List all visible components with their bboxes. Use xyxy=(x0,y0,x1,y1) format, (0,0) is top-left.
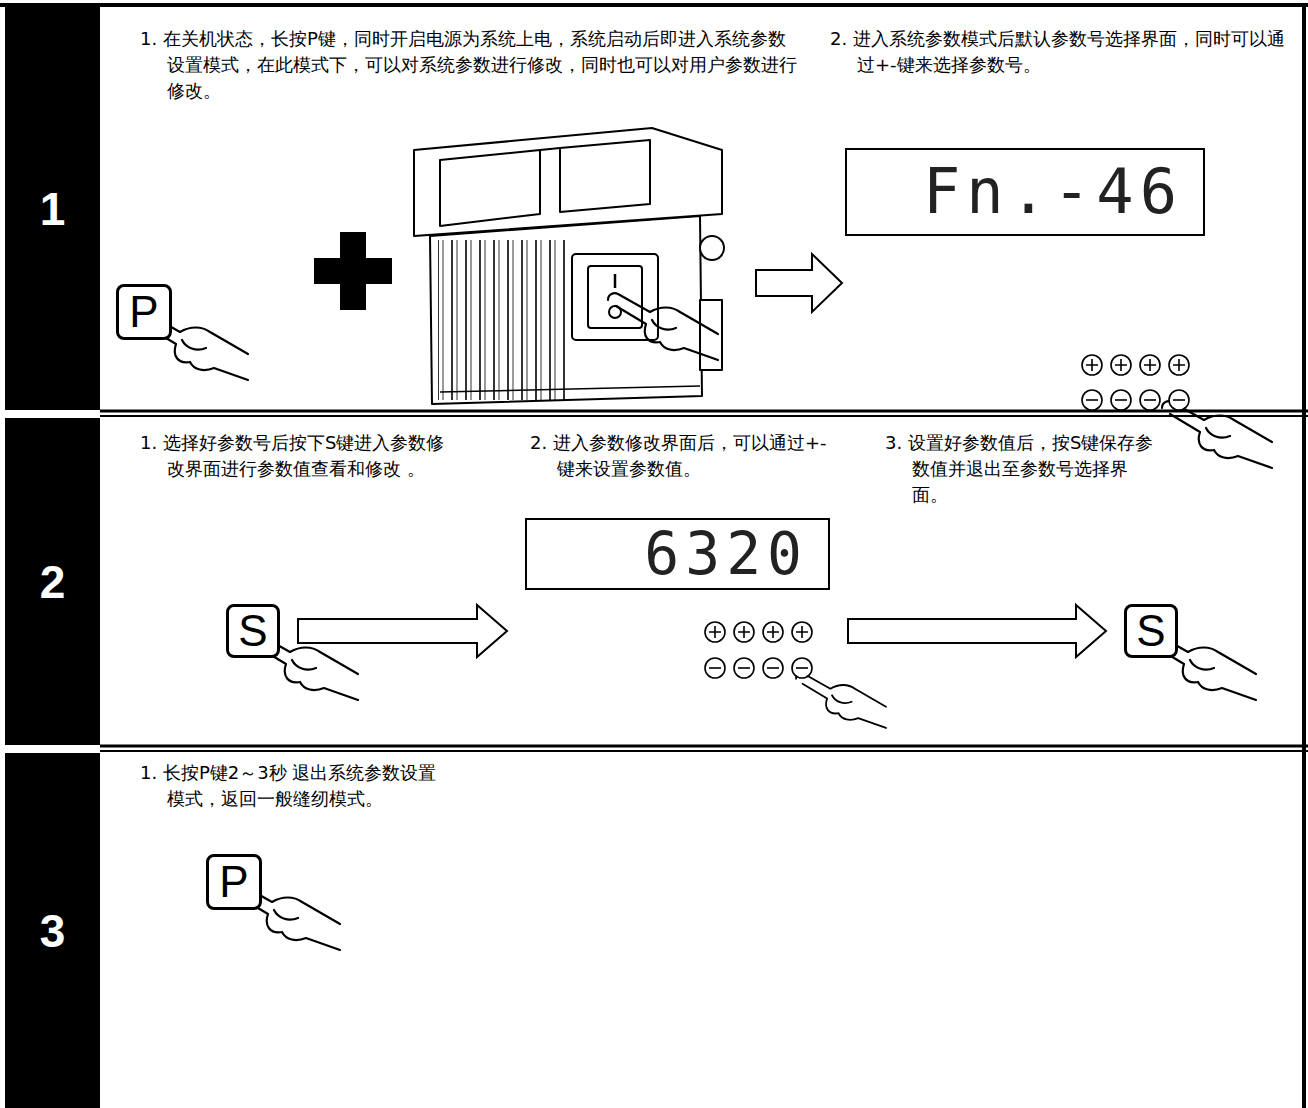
hand xyxy=(608,293,718,360)
plus-button xyxy=(1082,355,1102,375)
plus-sign xyxy=(1115,359,1127,371)
display-screen xyxy=(846,149,1204,235)
step-instruction: 3. 设置好参数值后，按S键保存参数值并退出至参数号选择界面。 xyxy=(885,430,1155,508)
key-button: S xyxy=(226,604,280,658)
minus-sign xyxy=(1173,399,1185,401)
minus-button xyxy=(792,658,812,678)
step-instruction: 2. 进入参数修改界面后，可以通过+-键来设置参数值。 xyxy=(530,430,840,482)
key-button: P xyxy=(116,284,172,340)
display-reading: 6320 xyxy=(644,518,830,590)
step-instruction: 1. 在关机状态，长按P键，同时开启电源为系统上电，系统启动后即进入系统参数设置… xyxy=(140,26,800,104)
minus-button xyxy=(1111,390,1131,410)
hand xyxy=(796,673,886,728)
plus-button xyxy=(705,622,725,642)
minus-sign xyxy=(1144,399,1156,401)
step-number-band: 3 xyxy=(5,753,100,1108)
minus-button xyxy=(763,658,783,678)
key-button: S xyxy=(1124,604,1178,658)
step-number: 1 xyxy=(40,182,66,236)
plus-button xyxy=(1169,355,1189,375)
plus-button xyxy=(734,622,754,642)
key-button: P xyxy=(206,854,262,910)
step-number-band: 2 xyxy=(5,418,100,745)
step-instruction: 1. 选择好参数号后按下S键进入参数修改界面进行参数值查看和修改 。 xyxy=(140,430,460,482)
control-box xyxy=(414,128,724,404)
minus-button xyxy=(1140,390,1160,410)
plus-sign xyxy=(767,626,779,638)
plus-button xyxy=(792,622,812,642)
display-unit: 6320 xyxy=(525,518,830,683)
step-number: 3 xyxy=(40,904,66,958)
plus-sign xyxy=(1173,359,1185,371)
minus-button xyxy=(1082,390,1102,410)
plus-sign xyxy=(709,626,721,638)
minus-sign xyxy=(1086,399,1098,401)
minus-sign xyxy=(709,667,721,669)
separator xyxy=(100,750,1308,752)
minus-sign xyxy=(1115,399,1127,401)
minus-sign xyxy=(796,667,808,669)
key-label: P xyxy=(129,287,158,337)
frame-line xyxy=(1302,5,1306,1108)
display-screen xyxy=(526,519,829,589)
plus-sign xyxy=(796,626,808,638)
separator xyxy=(100,410,1308,413)
minus-button xyxy=(734,658,754,678)
plus-button xyxy=(1140,355,1160,375)
hollow-arrow xyxy=(756,254,842,312)
frame-line xyxy=(0,3,1308,7)
key-label: S xyxy=(238,606,267,656)
minus-button xyxy=(1169,390,1189,410)
separator xyxy=(100,415,1308,417)
step-number: 2 xyxy=(40,555,66,609)
display-reading: Fn.-46 xyxy=(923,148,1205,236)
key-label: P xyxy=(219,857,248,907)
step-number-band: 1 xyxy=(5,7,100,410)
key-label: S xyxy=(1136,606,1165,656)
plus-sign xyxy=(1144,359,1156,371)
plus-button xyxy=(763,622,783,642)
display-unit: Fn.-46 xyxy=(845,148,1205,410)
plus-sign xyxy=(738,626,750,638)
separator xyxy=(100,745,1308,748)
hand xyxy=(1162,401,1272,468)
step-instruction: 2. 进入系统参数模式后默认参数号选择界面，同时可以通过+-键来选择参数号。 xyxy=(830,26,1285,78)
plus-sign xyxy=(1086,359,1098,371)
minus-sign xyxy=(767,667,779,669)
arrow-outline xyxy=(298,605,507,657)
minus-sign xyxy=(738,667,750,669)
hollow-arrow xyxy=(298,605,507,657)
hollow-arrow xyxy=(848,605,1106,657)
step-instruction: 1. 长按P键2～3秒 退出系统参数设置模式，返回一般缝纫模式。 xyxy=(140,760,450,812)
arrow-outline xyxy=(848,605,1106,657)
minus-button xyxy=(705,658,725,678)
plus-symbol xyxy=(314,232,392,310)
plus-button xyxy=(1111,355,1131,375)
